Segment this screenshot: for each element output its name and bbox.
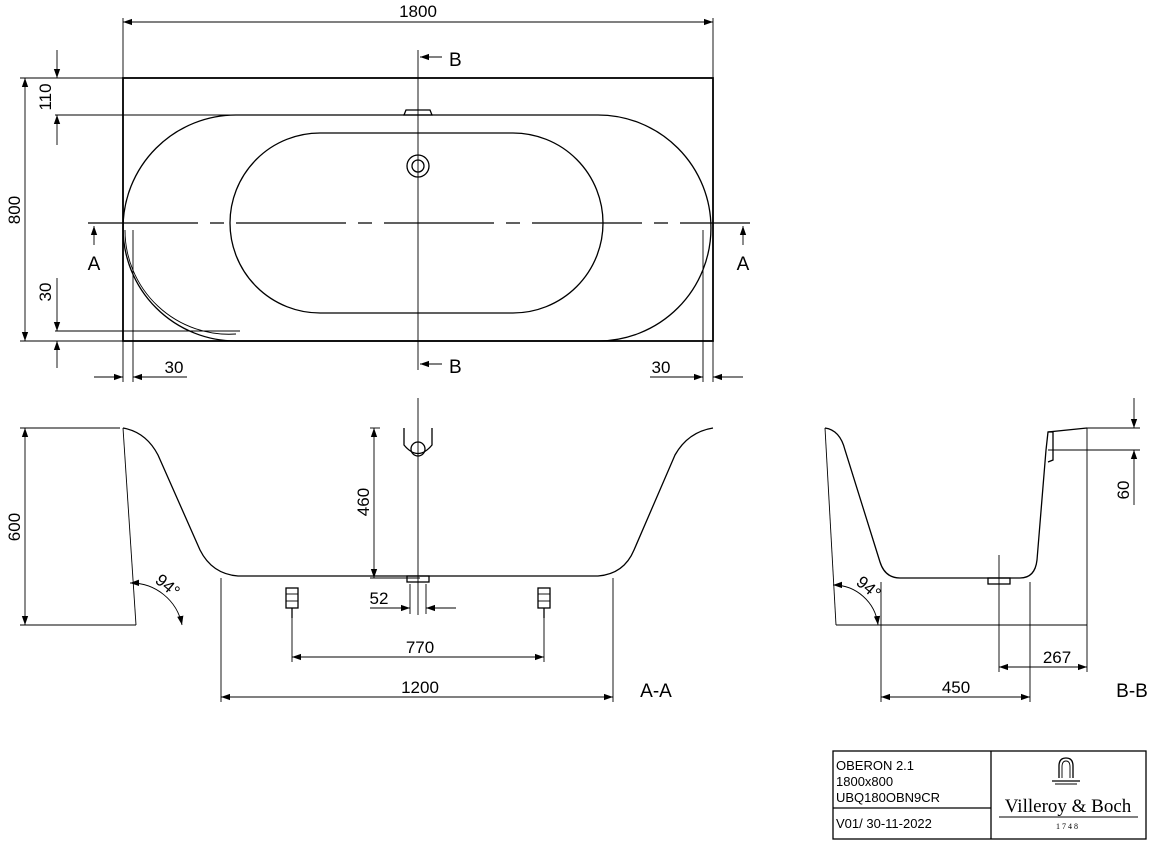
section-b-top-label: B xyxy=(449,50,462,71)
section-aa-view: 600 460 52 770 1200 94° A-A xyxy=(5,398,714,702)
section-bb-title: B-B xyxy=(1116,681,1148,702)
plan-bath-rim xyxy=(122,114,712,342)
brand-logo-icon xyxy=(1052,757,1080,785)
dim-rim-top: 110 xyxy=(36,83,55,110)
title-block: OBERON 2.1 1800x800 UBQ180OBN9CR V01/ 30… xyxy=(832,750,1147,840)
foot-left-icon xyxy=(285,587,299,618)
section-aa-left-wall xyxy=(122,427,137,626)
drain-inner-icon xyxy=(411,159,425,173)
dim-rim-bb: 60 xyxy=(1114,481,1133,500)
dim-width: 800 xyxy=(5,196,24,224)
section-aa-overflow-icon xyxy=(403,428,433,455)
section-aa-title: A-A xyxy=(640,681,672,702)
title-block-frame xyxy=(832,750,1147,840)
dim-height: 600 xyxy=(5,513,24,541)
section-bb-tub-profile xyxy=(824,427,1088,579)
plan-view: 1800 800 110 30 30 30 A A B B xyxy=(5,2,750,382)
dim-feet: 770 xyxy=(406,638,434,657)
dim-bottom-bb: 450 xyxy=(942,678,970,697)
model-name: OBERON 2.1 xyxy=(836,758,914,773)
dim-length: 1800 xyxy=(399,2,437,21)
angle-arc-bb xyxy=(832,581,881,626)
drain-icon xyxy=(406,154,430,178)
angle-aa: 94° xyxy=(152,570,184,601)
section-a-right-label: A xyxy=(737,254,750,275)
plan-basin xyxy=(229,132,604,314)
angle-arc-aa xyxy=(129,579,184,626)
section-bb-view: 60 267 450 94° B-B xyxy=(824,398,1148,702)
dim-depth: 460 xyxy=(354,488,373,516)
brand-name: Villeroy & Boch xyxy=(1005,796,1132,817)
angle-bb: 94° xyxy=(853,572,885,603)
foot-right-icon xyxy=(537,587,551,618)
version-date: V01/ 30-11-2022 xyxy=(836,816,932,831)
dim-side-right: 30 xyxy=(652,358,671,377)
section-bb-overflow-icon xyxy=(1047,431,1054,463)
dim-drain: 52 xyxy=(370,589,389,608)
model-size: 1800x800 xyxy=(836,774,893,789)
section-a-left-label: A xyxy=(88,254,101,275)
section-b-bottom-label: B xyxy=(449,357,462,378)
plan-bath-shadow xyxy=(124,229,237,335)
section-aa-overflow-hole xyxy=(410,441,426,457)
dim-side-left: 30 xyxy=(165,358,184,377)
section-aa-drain-icon xyxy=(406,575,430,583)
dim-rim-bottom: 30 xyxy=(36,283,55,302)
brand-established: 1748 xyxy=(1056,822,1080,831)
dim-bottom-aa: 1200 xyxy=(401,678,439,697)
overflow-icon xyxy=(403,109,433,116)
model-code: UBQ180OBN9CR xyxy=(836,790,940,805)
dim-drain-offset: 267 xyxy=(1043,648,1071,667)
section-bb-left-wall xyxy=(824,427,837,626)
